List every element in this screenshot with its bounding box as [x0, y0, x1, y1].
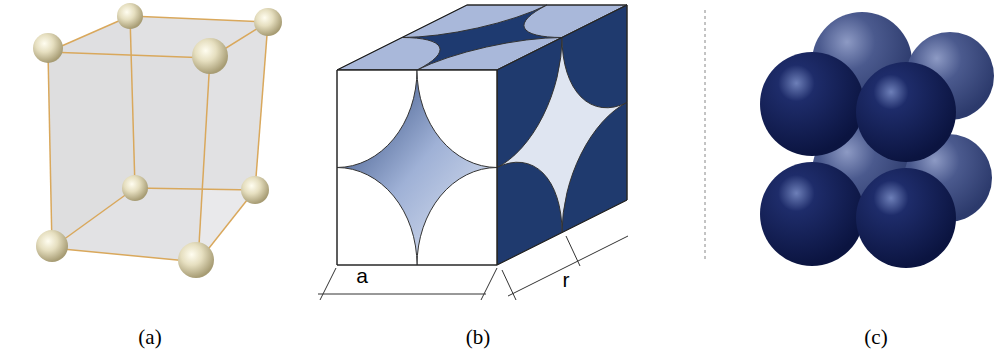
panel-caption: (b)	[466, 326, 491, 349]
separator-line	[705, 10, 706, 262]
side-face	[497, 5, 627, 265]
dimension-label: r	[563, 268, 570, 291]
cut-unit-cell	[318, 5, 628, 300]
dimension-lines	[318, 236, 628, 300]
dimension-label: a	[356, 264, 368, 287]
packed-spheres	[760, 12, 994, 268]
front-face	[337, 70, 497, 265]
simple-cubic-cell	[33, 3, 282, 278]
panel-caption: (c)	[864, 326, 887, 349]
panel-caption: (a)	[138, 326, 161, 349]
